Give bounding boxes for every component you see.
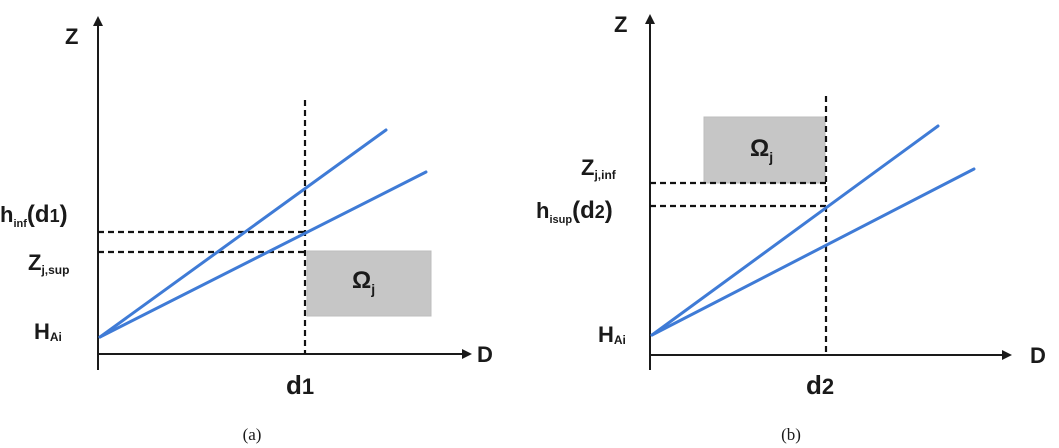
- z-sup-label: Zj,sup: [28, 250, 69, 277]
- lower-line: [650, 167, 976, 337]
- d2-label: d2: [806, 370, 834, 400]
- caption-b: (b): [781, 425, 801, 444]
- d1-label: d1: [286, 370, 314, 400]
- hai-label: HAi: [598, 322, 626, 347]
- d-axis-label: D: [477, 342, 493, 367]
- lower-line: [98, 170, 428, 339]
- omega-region: [306, 250, 432, 317]
- omega-label: Ωj: [750, 135, 773, 165]
- upper-line: [98, 128, 388, 339]
- d-axis-label: D: [1030, 343, 1046, 368]
- z-axis-label: Z: [65, 24, 78, 49]
- panel-a: Z D Ωj hinf(d1) Zj,sup HAi d1 (a): [0, 16, 493, 444]
- panel-b: Z D Ωj Zj,inf hisup(d2) HAi d2 (b): [536, 12, 1046, 444]
- z-inf-label: Zj,inf: [581, 155, 617, 182]
- omega-region: [703, 116, 826, 184]
- caption-a: (a): [243, 425, 262, 444]
- hai-label: HAi: [34, 319, 62, 344]
- upper-line: [650, 124, 940, 337]
- h-sup-label: hisup(d2): [536, 197, 613, 226]
- h-inf-label: hinf(d1): [0, 201, 68, 230]
- z-axis-label: Z: [614, 12, 627, 37]
- omega-label: Ωj: [352, 267, 375, 297]
